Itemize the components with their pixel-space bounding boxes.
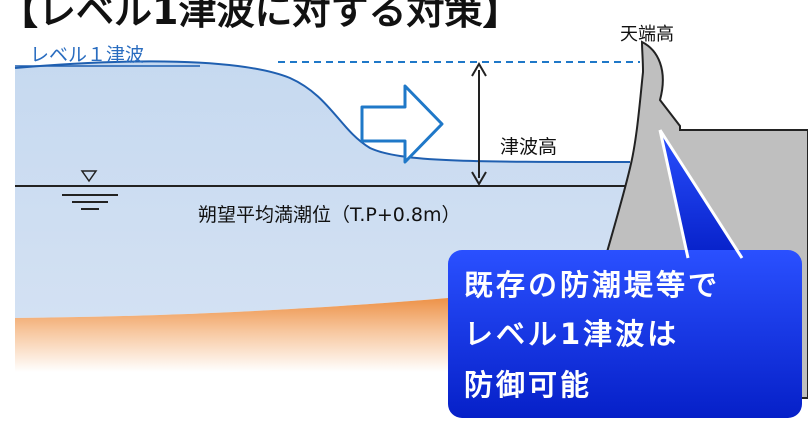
callout-line-2: レベル1津波は: [464, 317, 680, 351]
tsunami-level-label: レベル１津波: [30, 44, 145, 66]
water-level-symbol-icon: [62, 170, 118, 210]
callout-line-3: 防御可能: [464, 368, 593, 402]
tsunami-height-label: 津波高: [500, 136, 558, 158]
callout-line-1: 既存の防潮堤等で: [464, 268, 721, 302]
crest-height-label: 天端高: [620, 24, 674, 45]
tsunami-direction-arrow-icon: [360, 84, 444, 164]
page-title: 【レベル1津波に対する対策】: [0, 0, 521, 33]
callout-box: [448, 129, 802, 418]
tsunami-height-arrow: [471, 62, 487, 186]
tsunami-surface-line: [14, 60, 631, 163]
tide-level-label: 朔望平均満潮位（T.P+0.8m）: [198, 204, 461, 226]
